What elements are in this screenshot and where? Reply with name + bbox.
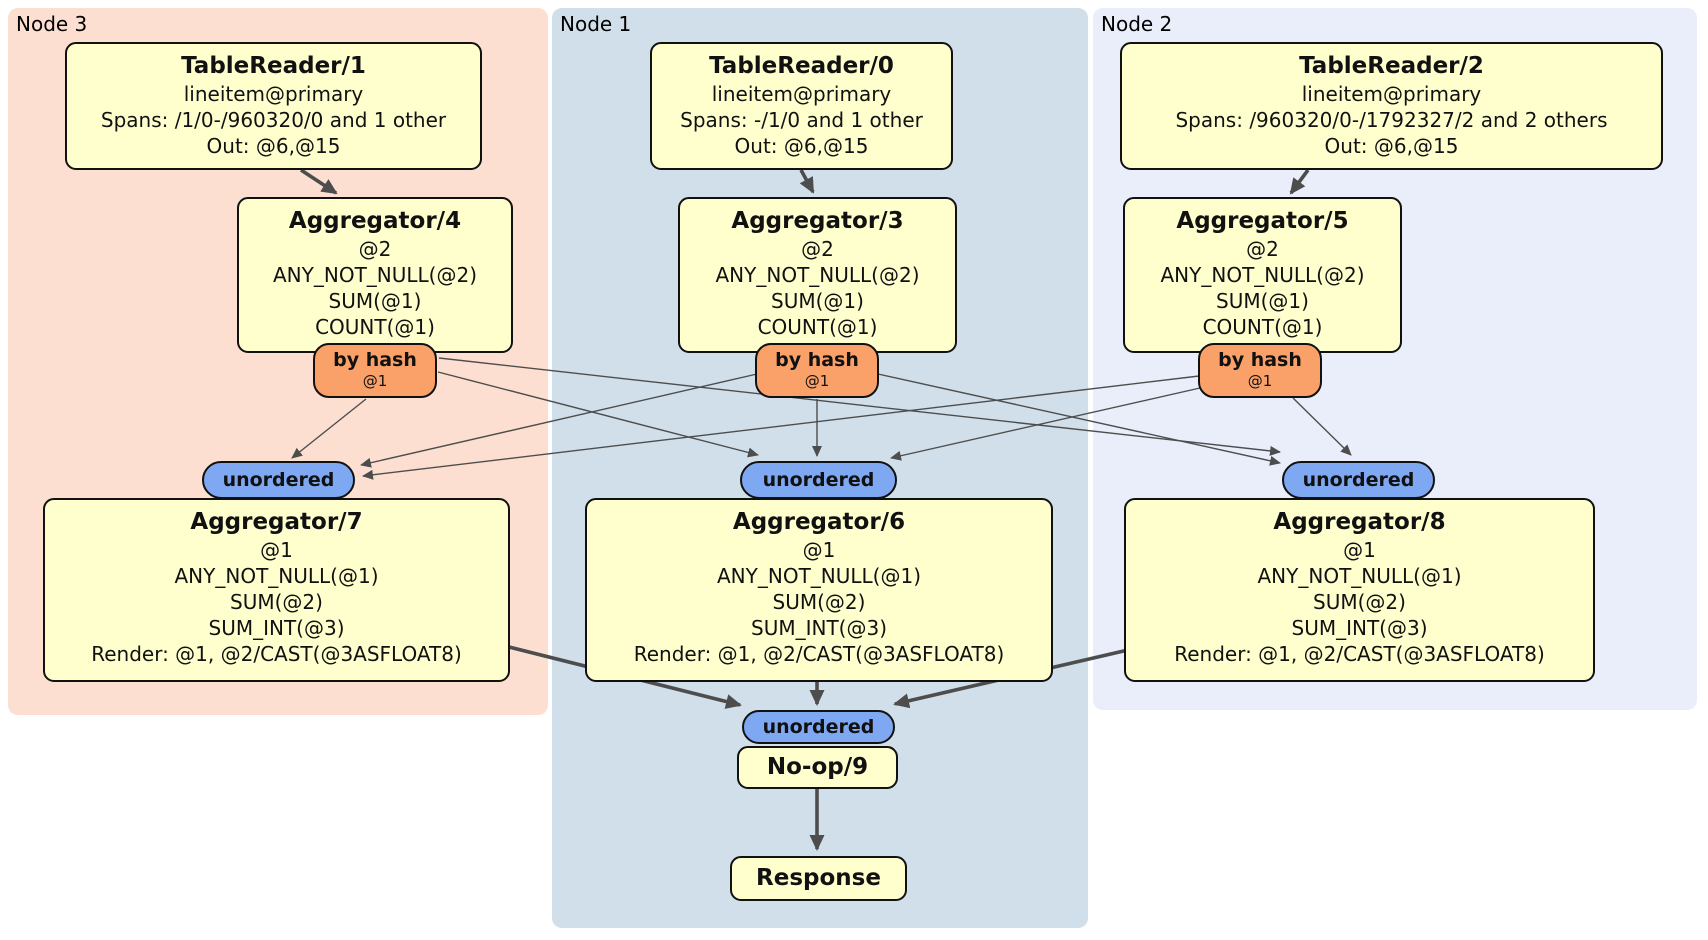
aggregator5-title: Aggregator/5 bbox=[1176, 208, 1349, 234]
tablereader1-index: lineitem@primary bbox=[183, 82, 364, 106]
edge-tablereader0-aggregator3 bbox=[799, 169, 815, 194]
node3-panel-label: Node 3 bbox=[16, 12, 88, 36]
aggregator8-box: Aggregator/8 @1 ANY_NOT_NULL(@1) SUM(@2)… bbox=[1124, 498, 1595, 682]
unordered-stream-left-label: unordered bbox=[222, 469, 335, 491]
aggregator8-sum: SUM(@2) bbox=[1313, 590, 1406, 614]
aggregator5-count: COUNT(@1) bbox=[1202, 315, 1323, 339]
aggregator5-sum: SUM(@1) bbox=[1216, 289, 1309, 313]
aggregator3-count: COUNT(@1) bbox=[757, 315, 878, 339]
aggregator8-sum-int: SUM_INT(@3) bbox=[1291, 616, 1428, 640]
aggregator3-any-not-null: ANY_NOT_NULL(@2) bbox=[715, 263, 920, 287]
aggregator8-render: Render: @1, @2/CAST(@3ASFLOAT8) bbox=[1174, 642, 1545, 666]
tablereader0-out: Out: @6,@15 bbox=[734, 134, 869, 158]
aggregator4-title: Aggregator/4 bbox=[288, 208, 462, 234]
aggregator3-title: Aggregator/3 bbox=[731, 208, 904, 234]
unordered-stream-left: unordered bbox=[202, 461, 355, 499]
edge-hash-center-stream-right bbox=[877, 373, 1281, 466]
tablereader1-spans: Spans: /1/0-/960320/0 and 1 other bbox=[100, 108, 447, 132]
noop-box: No-op/9 bbox=[737, 746, 898, 789]
tablereader1-box: TableReader/1 lineitem@primary Spans: /1… bbox=[65, 42, 482, 170]
aggregator7-render: Render: @1, @2/CAST(@3ASFLOAT8) bbox=[91, 642, 462, 666]
aggregator7-title: Aggregator/7 bbox=[190, 509, 363, 535]
aggregator6-group-cols: @1 bbox=[802, 538, 836, 562]
tablereader2-out: Out: @6,@15 bbox=[1324, 134, 1459, 158]
aggregator7-sum: SUM(@2) bbox=[230, 590, 323, 614]
tablereader0-spans: Spans: -/1/0 and 1 other bbox=[680, 108, 923, 132]
edge-hash-left-stream-right bbox=[438, 357, 1281, 456]
aggregator7-box: Aggregator/7 @1 ANY_NOT_NULL(@1) SUM(@2)… bbox=[43, 498, 510, 682]
edge-hash-right-stream-left bbox=[362, 375, 1200, 480]
edge-hash-left-stream-center bbox=[437, 371, 759, 458]
edge-hash-center-stream-left bbox=[360, 373, 758, 468]
aggregator6-sum-int: SUM_INT(@3) bbox=[751, 616, 887, 640]
tablereader2-index: lineitem@primary bbox=[1301, 82, 1482, 106]
aggregator5-any-not-null: ANY_NOT_NULL(@2) bbox=[1160, 263, 1365, 287]
aggregator6-any-not-null: ANY_NOT_NULL(@1) bbox=[717, 564, 921, 588]
aggregator4-any-not-null: ANY_NOT_NULL(@2) bbox=[273, 263, 477, 287]
aggregator7-group-cols: @1 bbox=[260, 538, 293, 562]
tablereader0-title: TableReader/0 bbox=[709, 53, 894, 79]
edge-hash-right-stream-center bbox=[890, 387, 1201, 461]
hash-router-right-label: by hash bbox=[1218, 349, 1302, 371]
tablereader2-box: TableReader/2 lineitem@primary Spans: /9… bbox=[1120, 42, 1663, 170]
unordered-stream-center-label: unordered bbox=[762, 469, 875, 491]
aggregator8-title: Aggregator/8 bbox=[1273, 509, 1446, 535]
tablereader1-title: TableReader/1 bbox=[181, 53, 366, 79]
tablereader2-spans: Spans: /960320/0-/1792327/2 and 2 others bbox=[1175, 108, 1608, 132]
aggregator5-box: Aggregator/5 @2 ANY_NOT_NULL(@2) SUM(@1)… bbox=[1123, 197, 1402, 353]
noop-title: No-op/9 bbox=[766, 754, 869, 780]
aggregator4-box: Aggregator/4 @2 ANY_NOT_NULL(@2) SUM(@1)… bbox=[237, 197, 513, 353]
aggregator4-group-cols: @2 bbox=[358, 237, 392, 261]
unordered-stream-center: unordered bbox=[740, 461, 897, 499]
edge-hash-right-stream-right bbox=[1292, 397, 1352, 456]
tablereader0-box: TableReader/0 lineitem@primary Spans: -/… bbox=[650, 42, 953, 170]
aggregator4-count: COUNT(@1) bbox=[315, 315, 435, 339]
aggregator4-sum: SUM(@1) bbox=[328, 289, 422, 313]
edge-tablereader2-aggregator5 bbox=[1289, 168, 1310, 195]
response-title: Response bbox=[756, 865, 881, 891]
tablereader0-index: lineitem@primary bbox=[711, 82, 892, 106]
unordered-stream-right: unordered bbox=[1282, 461, 1435, 499]
aggregator8-any-not-null: ANY_NOT_NULL(@1) bbox=[1257, 564, 1462, 588]
unordered-stream-final-label: unordered bbox=[762, 716, 875, 738]
response-box: Response bbox=[730, 856, 907, 901]
aggregator8-group-cols: @1 bbox=[1343, 538, 1376, 562]
unordered-stream-right-label: unordered bbox=[1302, 469, 1415, 491]
aggregator6-title: Aggregator/6 bbox=[732, 509, 906, 535]
tablereader2-title: TableReader/2 bbox=[1299, 53, 1484, 79]
aggregator6-box: Aggregator/6 @1 ANY_NOT_NULL(@1) SUM(@2)… bbox=[585, 498, 1053, 682]
aggregator6-sum: SUM(@2) bbox=[772, 590, 866, 614]
node2-panel-label: Node 2 bbox=[1101, 12, 1173, 36]
aggregator3-sum: SUM(@1) bbox=[771, 289, 864, 313]
aggregator5-group-cols: @2 bbox=[1246, 237, 1279, 261]
edge-hash-left-stream-left bbox=[291, 398, 367, 459]
aggregator7-sum-int: SUM_INT(@3) bbox=[208, 616, 345, 640]
hash-router-left-label: by hash bbox=[333, 349, 417, 371]
aggregator6-render: Render: @1, @2/CAST(@3ASFLOAT8) bbox=[633, 642, 1005, 666]
hash-router-center-key: @1 bbox=[804, 372, 830, 390]
aggregator3-group-cols: @2 bbox=[801, 237, 834, 261]
hash-router-left: by hash @1 bbox=[313, 343, 437, 398]
edge-tablereader1-aggregator4 bbox=[300, 168, 338, 195]
hash-router-right: by hash @1 bbox=[1198, 343, 1322, 398]
hash-router-left-key: @1 bbox=[362, 372, 388, 390]
hash-router-right-key: @1 bbox=[1247, 372, 1273, 390]
tablereader1-out: Out: @6,@15 bbox=[206, 134, 341, 158]
aggregator3-box: Aggregator/3 @2 ANY_NOT_NULL(@2) SUM(@1)… bbox=[678, 197, 957, 353]
aggregator7-any-not-null: ANY_NOT_NULL(@1) bbox=[174, 564, 379, 588]
node1-panel-label: Node 1 bbox=[560, 12, 632, 36]
hash-router-center-label: by hash bbox=[775, 349, 859, 371]
hash-router-center: by hash @1 bbox=[755, 343, 879, 398]
unordered-stream-final: unordered bbox=[742, 710, 895, 744]
